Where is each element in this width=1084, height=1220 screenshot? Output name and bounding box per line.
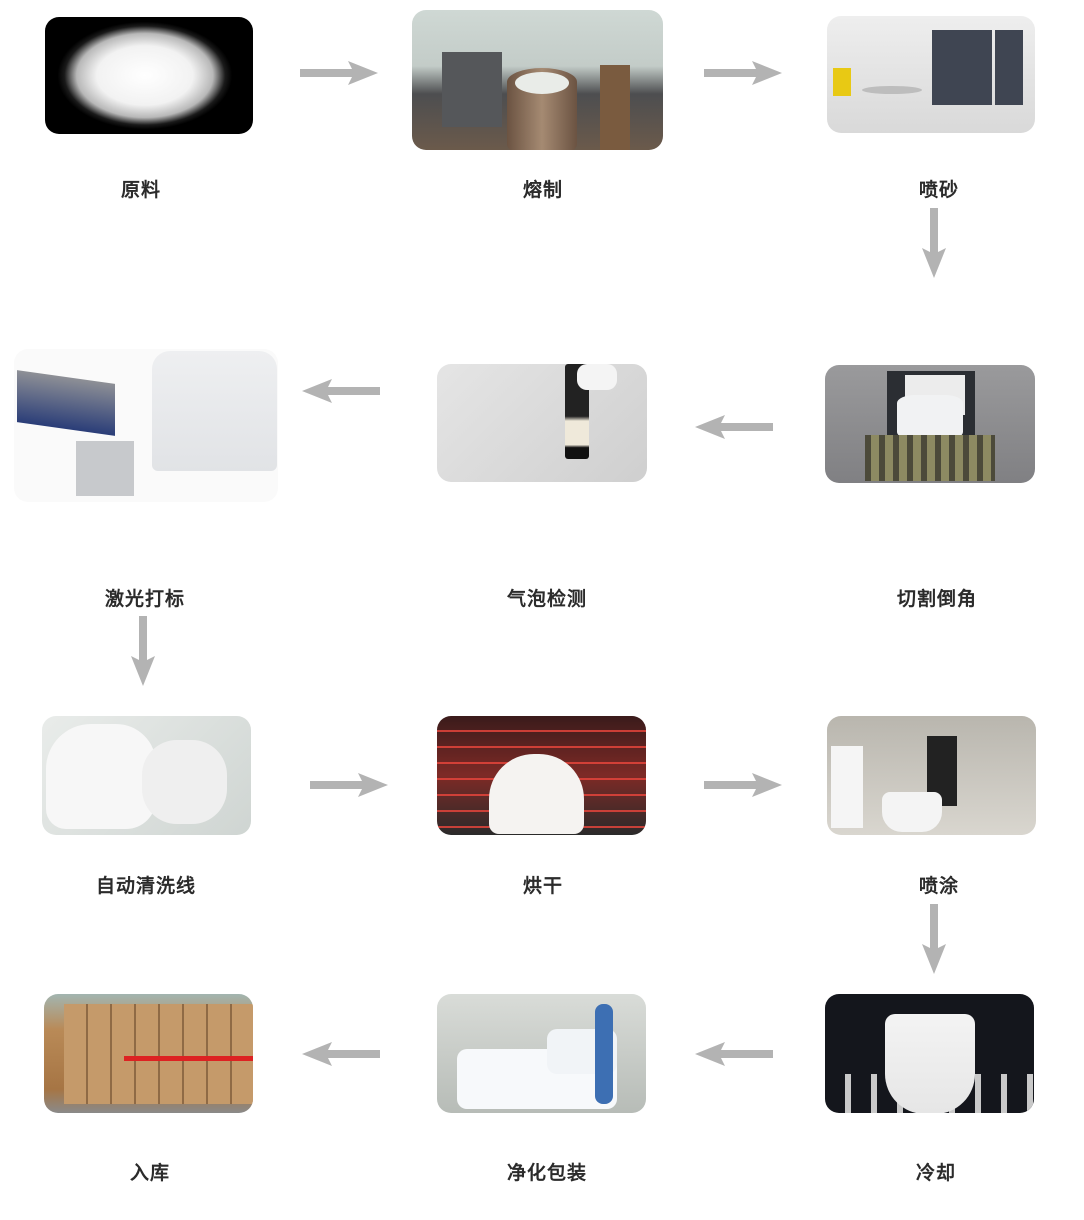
step-label-cutting-chamfering: 切割倒角 [896, 588, 977, 610]
arrow-right-icon [310, 772, 388, 798]
step-image-sandblasting [827, 16, 1035, 133]
step-image-bubble-inspection [437, 364, 647, 482]
arrow-left-icon [695, 414, 773, 440]
step-label-melting: 熔制 [522, 179, 563, 201]
arrow-down-icon [921, 904, 947, 974]
step-label-cleaning-line: 自动清洗线 [95, 875, 196, 897]
arrow-down-icon [130, 616, 156, 686]
step-image-cutting-chamfering [825, 365, 1035, 483]
step-image-cooling [825, 994, 1034, 1113]
step-label-bubble-inspection: 气泡检测 [506, 588, 587, 610]
step-image-cleaning-line [42, 716, 251, 835]
step-image-raw-material [45, 17, 253, 134]
step-image-clean-packaging [437, 994, 646, 1113]
step-label-drying: 烘干 [522, 875, 563, 897]
step-label-sandblasting: 喷砂 [918, 179, 959, 201]
step-label-cooling: 冷却 [915, 1162, 956, 1184]
step-image-spray-coating [827, 716, 1036, 835]
step-image-warehouse [44, 994, 253, 1113]
arrow-right-icon [300, 60, 378, 86]
step-label-warehouse: 入库 [129, 1162, 170, 1184]
step-image-melting [412, 10, 663, 150]
step-label-spray-coating: 喷涂 [918, 875, 959, 897]
step-label-raw-material: 原料 [120, 179, 161, 201]
arrow-left-icon [695, 1041, 773, 1067]
arrow-down-icon [921, 208, 947, 278]
arrow-right-icon [704, 60, 782, 86]
step-image-laser-marking [14, 349, 278, 502]
arrow-left-icon [302, 378, 380, 404]
arrow-left-icon [302, 1041, 380, 1067]
step-image-drying [437, 716, 646, 835]
step-label-laser-marking: 激光打标 [104, 588, 185, 610]
step-label-clean-packaging: 净化包装 [506, 1162, 587, 1184]
arrow-right-icon [704, 772, 782, 798]
